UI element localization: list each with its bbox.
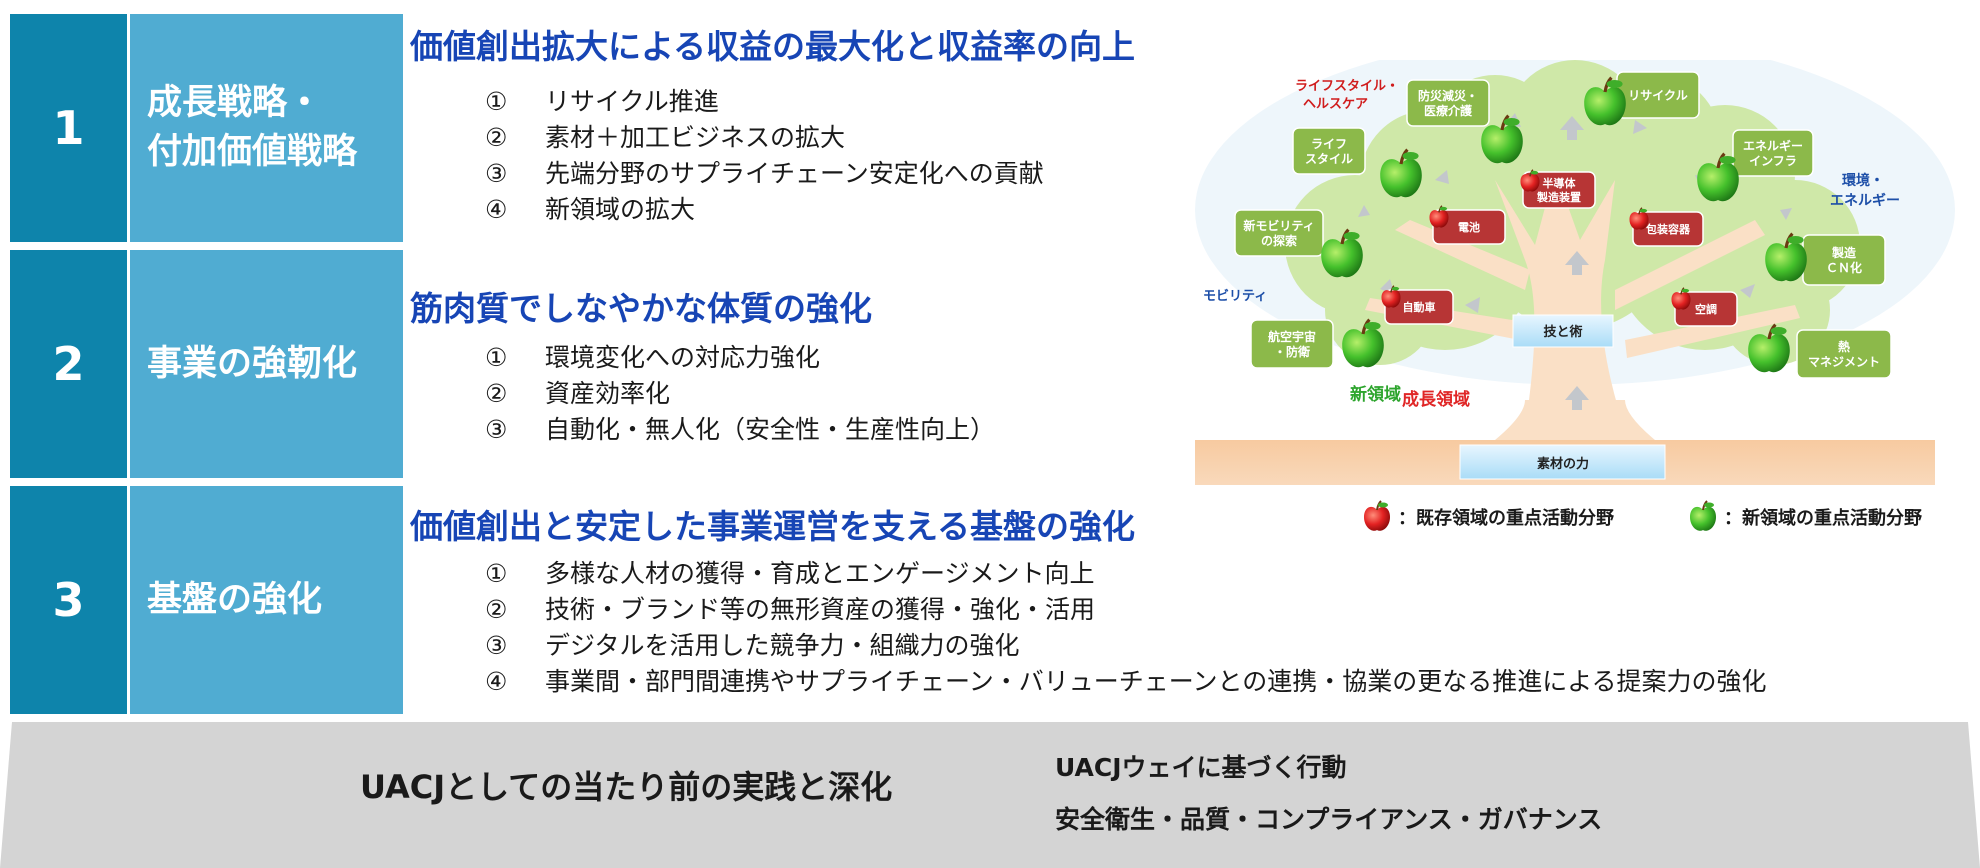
field-label: リサイクル — [1628, 88, 1687, 102]
strategy-heading: 価値創出拡大による収益の最大化と収益率の向上 — [410, 27, 1136, 66]
green-apple-icon — [1697, 152, 1739, 202]
legend-new: ：新領域の重点活動分野 — [1688, 500, 1922, 534]
root-flare — [1495, 400, 1655, 440]
red-apple-icon — [1671, 287, 1691, 310]
green-apple-icon — [1765, 232, 1807, 282]
new-field-box: 防災減災・医療介護 — [1406, 79, 1490, 127]
legend-existing: ：既存領域の重点活動分野 — [1362, 500, 1614, 534]
green-apple-icon — [1481, 114, 1523, 164]
new-field-box: 新モビリティの探索 — [1234, 209, 1324, 257]
foundation-item: UACJウェイに基づく行動 — [1055, 753, 1347, 782]
field-label: 自動車 — [1403, 300, 1436, 314]
strategy-label: 事業の強靭化 — [130, 250, 403, 478]
new-field-box: 熱マネジメント — [1796, 329, 1892, 379]
root-label-box — [1459, 444, 1666, 480]
strategy-heading: 価値創出と安定した事業運営を支える基盤の強化 — [410, 507, 1136, 546]
strategy-tree-diagram: 技と術 素材の力 新領域 成長領域 ライフスタイル・ ヘルスケア 環境・ エネル… — [1195, 60, 1965, 490]
red-apple-icon — [1364, 500, 1390, 531]
existing-field-box: 包装容器 — [1632, 211, 1704, 247]
field-label: 半導体製造装置 — [1536, 176, 1581, 204]
red-apple-icon — [1381, 285, 1401, 308]
field-label: 新モビリティの探索 — [1243, 218, 1314, 248]
green-apple-icon — [1380, 148, 1422, 198]
green-apple-icon — [1584, 76, 1626, 126]
strategy-label: 基盤の強化 — [130, 486, 403, 714]
field-label: 空調 — [1695, 302, 1717, 316]
strategy-number: 1 — [10, 14, 127, 242]
trunk-label: 技と術 — [1543, 324, 1582, 340]
root-label: 素材の力 — [1537, 456, 1589, 472]
existing-field-box: 半導体製造装置 — [1522, 171, 1596, 209]
field-label: 包装容器 — [1645, 222, 1691, 236]
field-label: 製造ＣＮ化 — [1826, 245, 1862, 275]
apples — [1321, 76, 1807, 373]
new-area-label: 新領域 — [1350, 384, 1401, 405]
field-label: 防災減災・医療介護 — [1418, 88, 1478, 118]
legend-new-text: ：新領域の重点活動分野 — [1724, 508, 1922, 529]
legend-existing-text: ：既存領域の重点活動分野 — [1398, 508, 1614, 529]
field-label: 航空宇宙・防衛 — [1268, 329, 1316, 359]
green-apple-icon — [1321, 228, 1363, 278]
category-lifestyle: ライフスタイル・ ヘルスケア — [1295, 79, 1404, 112]
new-field-box: 航空宇宙・防衛 — [1250, 319, 1334, 369]
foundation-band — [0, 722, 1980, 868]
red-apple-icon — [1429, 205, 1449, 228]
foundation-title: UACJとしての当たり前の実践と深化 — [360, 768, 893, 806]
new-field-box: リサイクル — [1616, 71, 1700, 119]
field-label: 熱マネジメント — [1808, 339, 1880, 369]
trunk-label-box — [1512, 314, 1614, 348]
new-field-box: 製造ＣＮ化 — [1802, 234, 1886, 286]
field-label: 電池 — [1458, 220, 1480, 234]
new-field-box: ライフスタイル — [1292, 127, 1366, 175]
foundation-item: 安全衛生・品質・コンプライアンス・ガバナンス — [1055, 805, 1603, 834]
existing-field-box: 電池 — [1432, 209, 1506, 245]
growth-area-label: 成長領域 — [1402, 389, 1470, 410]
green-apple-icon — [1342, 318, 1384, 368]
field-label: エネルギーインフラ — [1743, 138, 1803, 168]
green-apple-icon — [1690, 500, 1716, 531]
field-label: ライフスタイル — [1305, 137, 1353, 166]
new-field-box: エネルギーインフラ — [1732, 129, 1814, 177]
red-apple-icon — [1629, 207, 1649, 230]
green-apple-icon — [1748, 323, 1790, 373]
category-mobility: モビリティ — [1203, 288, 1267, 304]
strategy-number: 3 — [10, 486, 127, 714]
strategy-label: 成長戦略・ 付加価値戦略 — [130, 14, 403, 242]
red-apple-icon — [1520, 169, 1540, 192]
existing-field-box: 自動車 — [1384, 289, 1454, 325]
strategy-number: 2 — [10, 250, 127, 478]
strategy-heading: 筋肉質でしなやかな体質の強化 — [410, 289, 872, 328]
category-environment: 環境・ エネルギー — [1830, 172, 1900, 209]
existing-field-box: 空調 — [1674, 291, 1738, 327]
